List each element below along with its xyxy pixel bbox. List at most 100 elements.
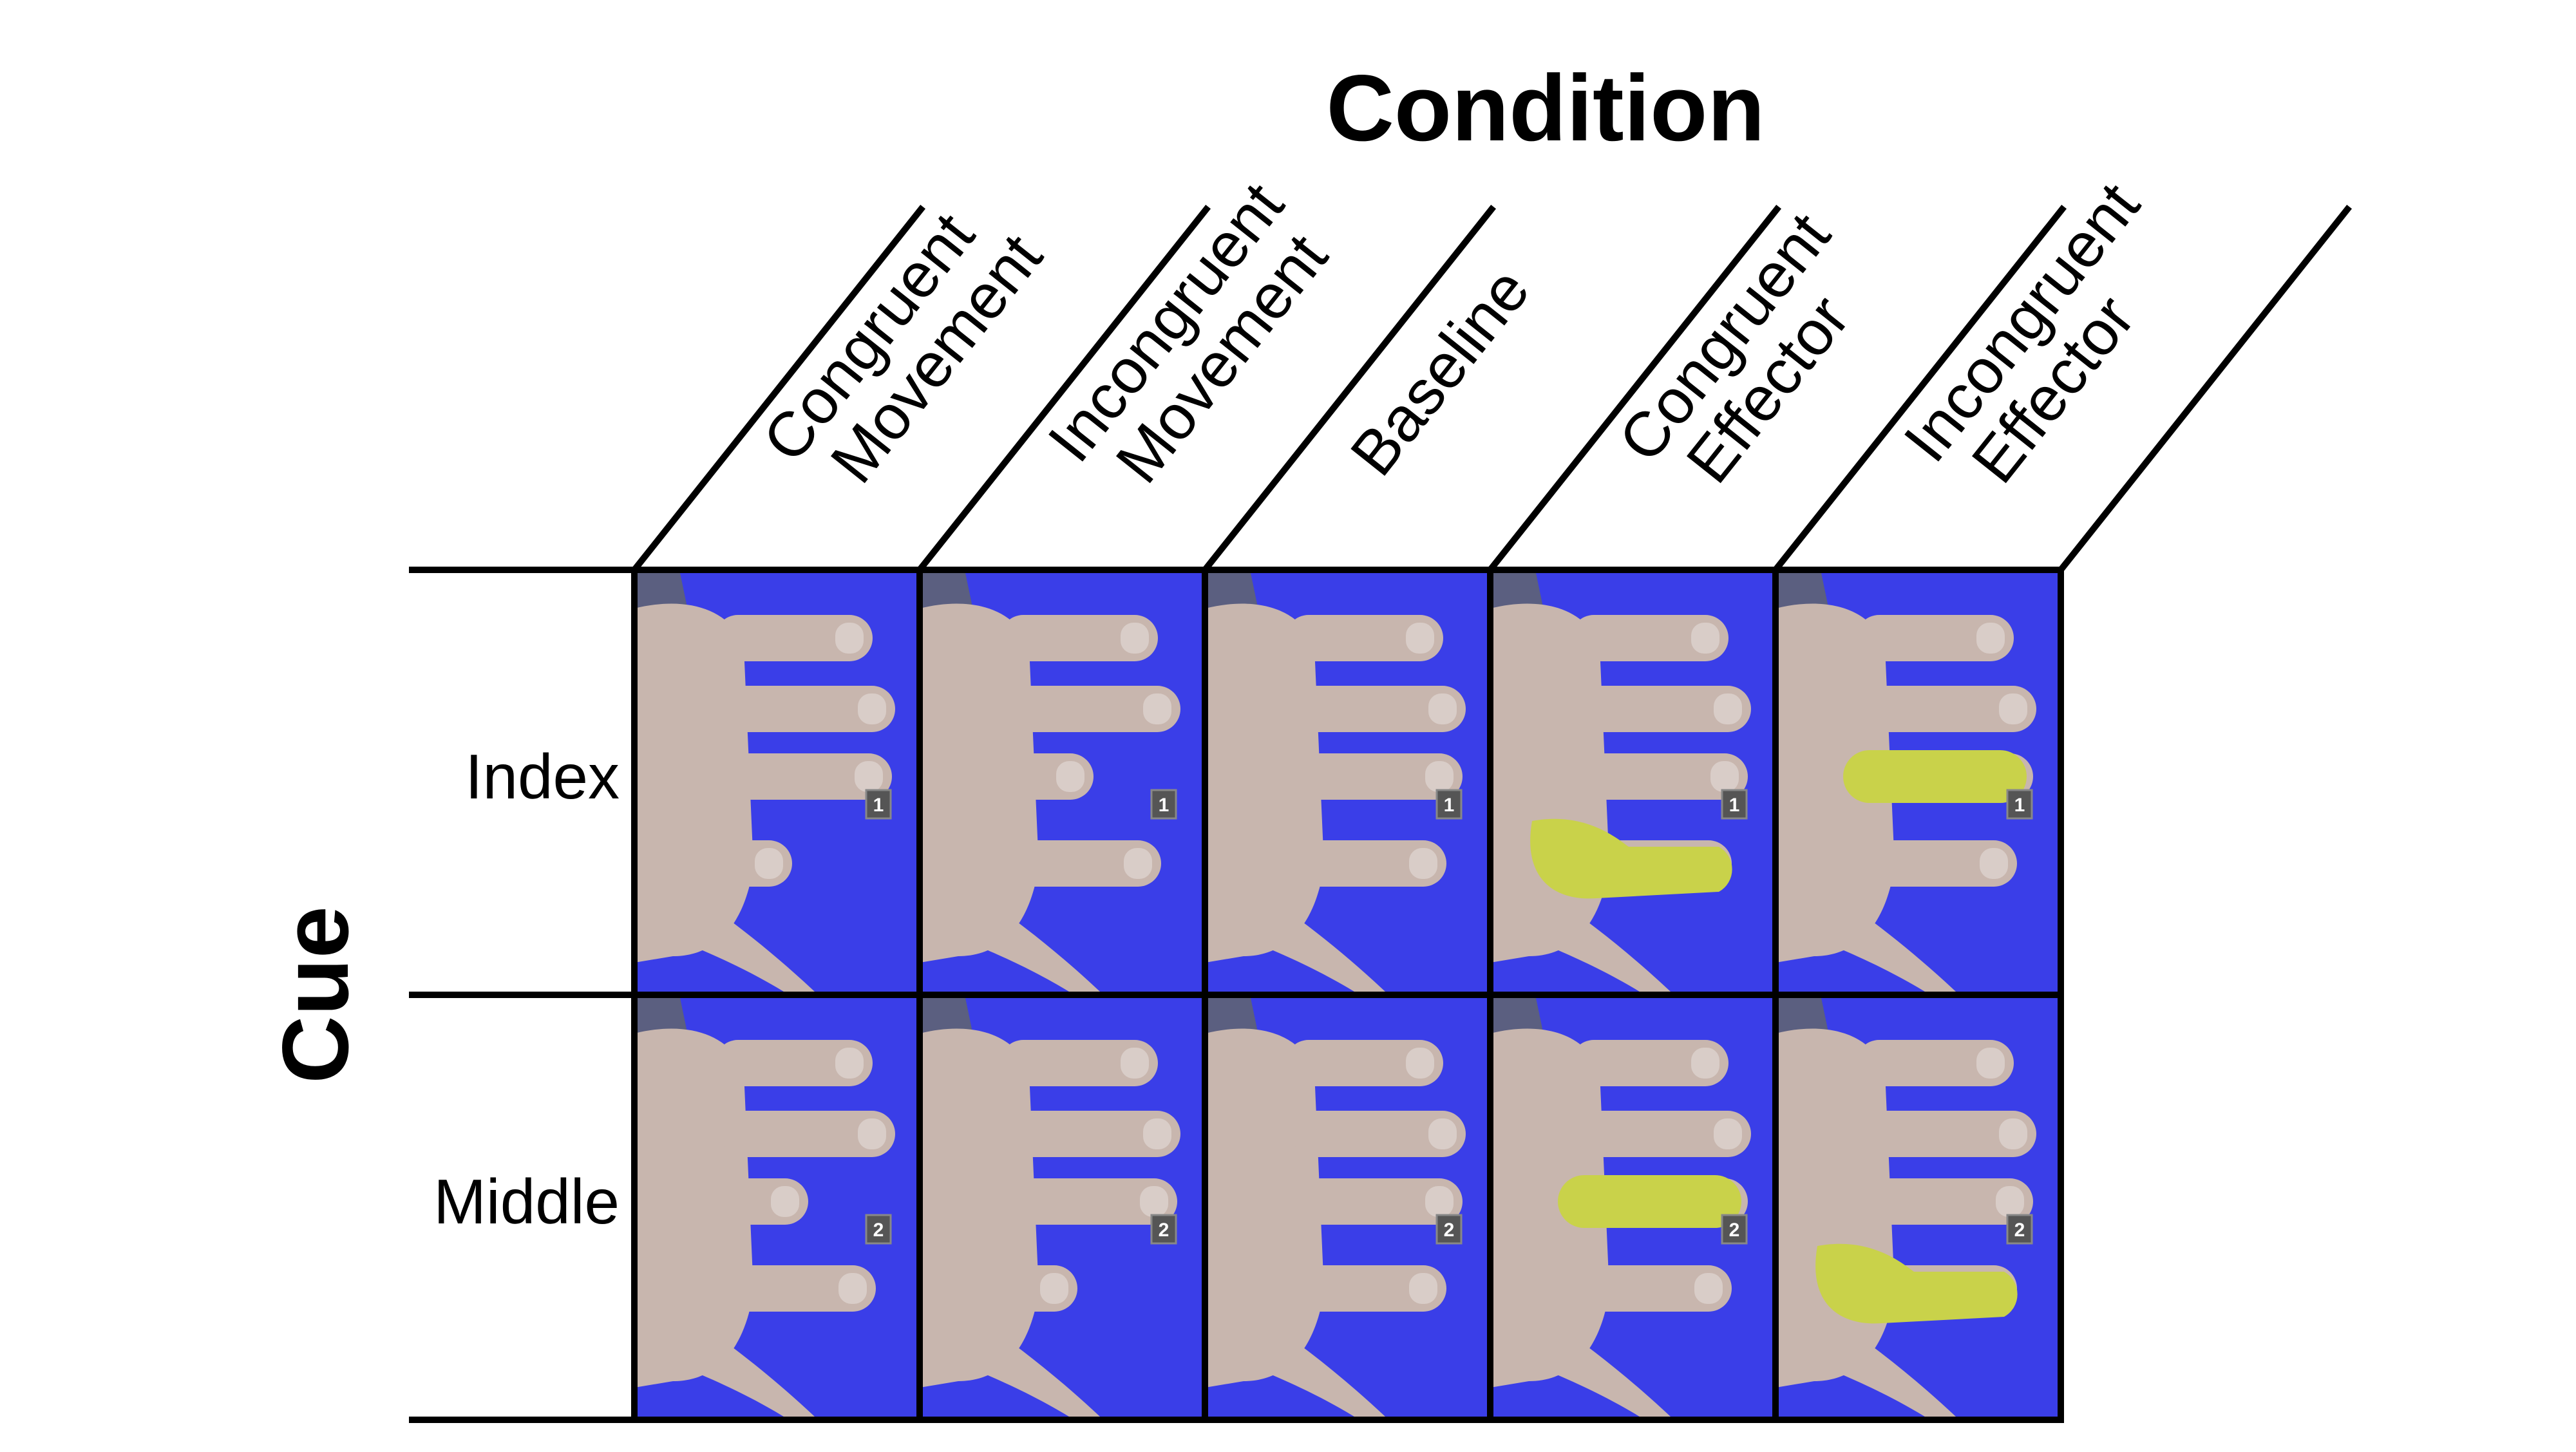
fingernail-shape: [1406, 1048, 1434, 1079]
cue-badge-number: 2: [873, 1220, 884, 1241]
fingernail-shape: [771, 1186, 799, 1217]
finger-shape: [1577, 1111, 1751, 1157]
finger-shape: [721, 1111, 895, 1157]
fingernail-shape: [1714, 1118, 1742, 1149]
finger-shape: [997, 840, 1161, 887]
fingernail-shape: [835, 623, 864, 654]
thumb-shape: [1510, 1297, 1671, 1420]
header-slant-line: [629, 204, 926, 575]
fingernail-shape: [1425, 761, 1454, 792]
cue-badge: [1435, 1214, 1463, 1245]
fingernail-shape: [1056, 761, 1084, 792]
finger-shape: [1289, 753, 1463, 800]
fingernail-shape: [1121, 623, 1149, 654]
finger-shape: [1007, 1111, 1180, 1157]
cue-badge-number: 2: [1729, 1220, 1740, 1241]
finger-shape: [1577, 686, 1751, 732]
finger-shape: [1282, 840, 1446, 887]
finger-shape: [1292, 686, 1466, 732]
finger-shape: [1003, 1178, 1177, 1225]
stimulus-panel: 2: [1490, 995, 1776, 1420]
fingernail-shape: [858, 693, 886, 724]
fingernail-shape: [1428, 1118, 1457, 1149]
column-header-3: Baseline: [1337, 255, 1543, 489]
fingernail-shape: [1040, 1273, 1068, 1304]
fingernail-shape: [1999, 693, 2027, 724]
finger-shape: [721, 686, 895, 732]
cue-badge-number: 2: [1444, 1220, 1455, 1241]
thumb-shape: [1224, 1297, 1385, 1420]
fingernail-shape: [1409, 1273, 1437, 1304]
thumb-shape: [654, 1297, 815, 1420]
finger-shape: [1571, 615, 1728, 661]
cue-badge-number: 1: [1729, 795, 1740, 816]
thumb-shape: [1795, 872, 1956, 995]
svg-text:IncongruentMovement: IncongruentMovement: [1034, 169, 1349, 516]
stimulus-panel: 2: [634, 995, 920, 1420]
finger-shape: [1862, 686, 2036, 732]
finger-shape: [1574, 753, 1748, 800]
fingernail-shape: [1409, 848, 1437, 879]
cue-badge-number: 2: [2014, 1220, 2025, 1241]
fingernail-shape: [1976, 623, 2005, 654]
finger-shape: [1567, 1265, 1732, 1312]
finger-shape: [1007, 686, 1180, 732]
header-slant-line: [1770, 204, 2067, 575]
finger-shape: [1289, 1178, 1463, 1225]
figure-title: Condition: [1326, 55, 1765, 160]
header-slant-line: [914, 204, 1211, 575]
fingernail-shape: [1143, 693, 1171, 724]
cue-badge-number: 1: [1444, 795, 1455, 816]
stimulus-panel: 1: [920, 570, 1205, 995]
fingernail-shape: [1124, 848, 1152, 879]
finger-shape: [1000, 1040, 1158, 1086]
finger-shape: [1853, 840, 2017, 887]
stimulus-grid: 1 2 1 2 1 2 1 2 1 2: [634, 570, 2061, 1420]
fingernail-shape: [1999, 1118, 2027, 1149]
finger-shape: [673, 1178, 808, 1225]
fingernail-shape: [1428, 693, 1457, 724]
column-header-line1: Baseline: [1337, 255, 1543, 489]
header-slant-line: [2056, 204, 2353, 575]
cue-badge: [2006, 1214, 2033, 1245]
stimulus-panel: 1: [1490, 570, 1776, 995]
grid-lines: [409, 204, 2353, 1423]
column-header-2: IncongruentMovement: [1034, 169, 1349, 516]
thumb-shape: [1224, 872, 1385, 995]
thumb-shape: [1795, 1297, 1956, 1420]
row-label-middle: Middle: [433, 1166, 620, 1237]
fingernail-shape: [1976, 1048, 2005, 1079]
finger-shape: [1859, 1178, 2033, 1225]
stimulus-panel: 1: [1776, 570, 2061, 995]
stimulus-panel: 2: [1776, 995, 2061, 1420]
finger-shape: [712, 1265, 876, 1312]
cue-badge: [865, 789, 892, 820]
header-slant-line: [1200, 204, 1497, 575]
finger-shape: [718, 753, 892, 800]
cue-badge-number: 1: [873, 795, 884, 816]
finger-shape: [715, 615, 873, 661]
finger-shape: [1862, 1111, 2036, 1157]
thumb-shape: [1510, 872, 1671, 995]
fingernail-shape: [1691, 1048, 1719, 1079]
cue-badge: [1150, 1214, 1177, 1245]
cue-badge: [1721, 1214, 1748, 1245]
fingernail-shape: [1710, 761, 1739, 792]
fingernail-shape: [1714, 693, 1742, 724]
column-header-5: IncongruentEffector: [1890, 169, 2153, 495]
cue-badge: [1721, 789, 1748, 820]
finger-shape: [1856, 1040, 2014, 1086]
cue-badge-number: 2: [1159, 1220, 1170, 1241]
cue-badge: [2006, 789, 2033, 820]
finger-shape: [1571, 1040, 1728, 1086]
fingernail-shape: [1143, 1118, 1171, 1149]
finger-shape: [1282, 1265, 1446, 1312]
header-slant-line: [1485, 204, 1782, 575]
cue-badge-number: 1: [2014, 795, 2025, 816]
stimulus-panel: 2: [920, 995, 1205, 1420]
cue-badge: [1150, 789, 1177, 820]
fingernail-shape: [1691, 623, 1719, 654]
cue-axis-label: Cue: [263, 906, 368, 1084]
